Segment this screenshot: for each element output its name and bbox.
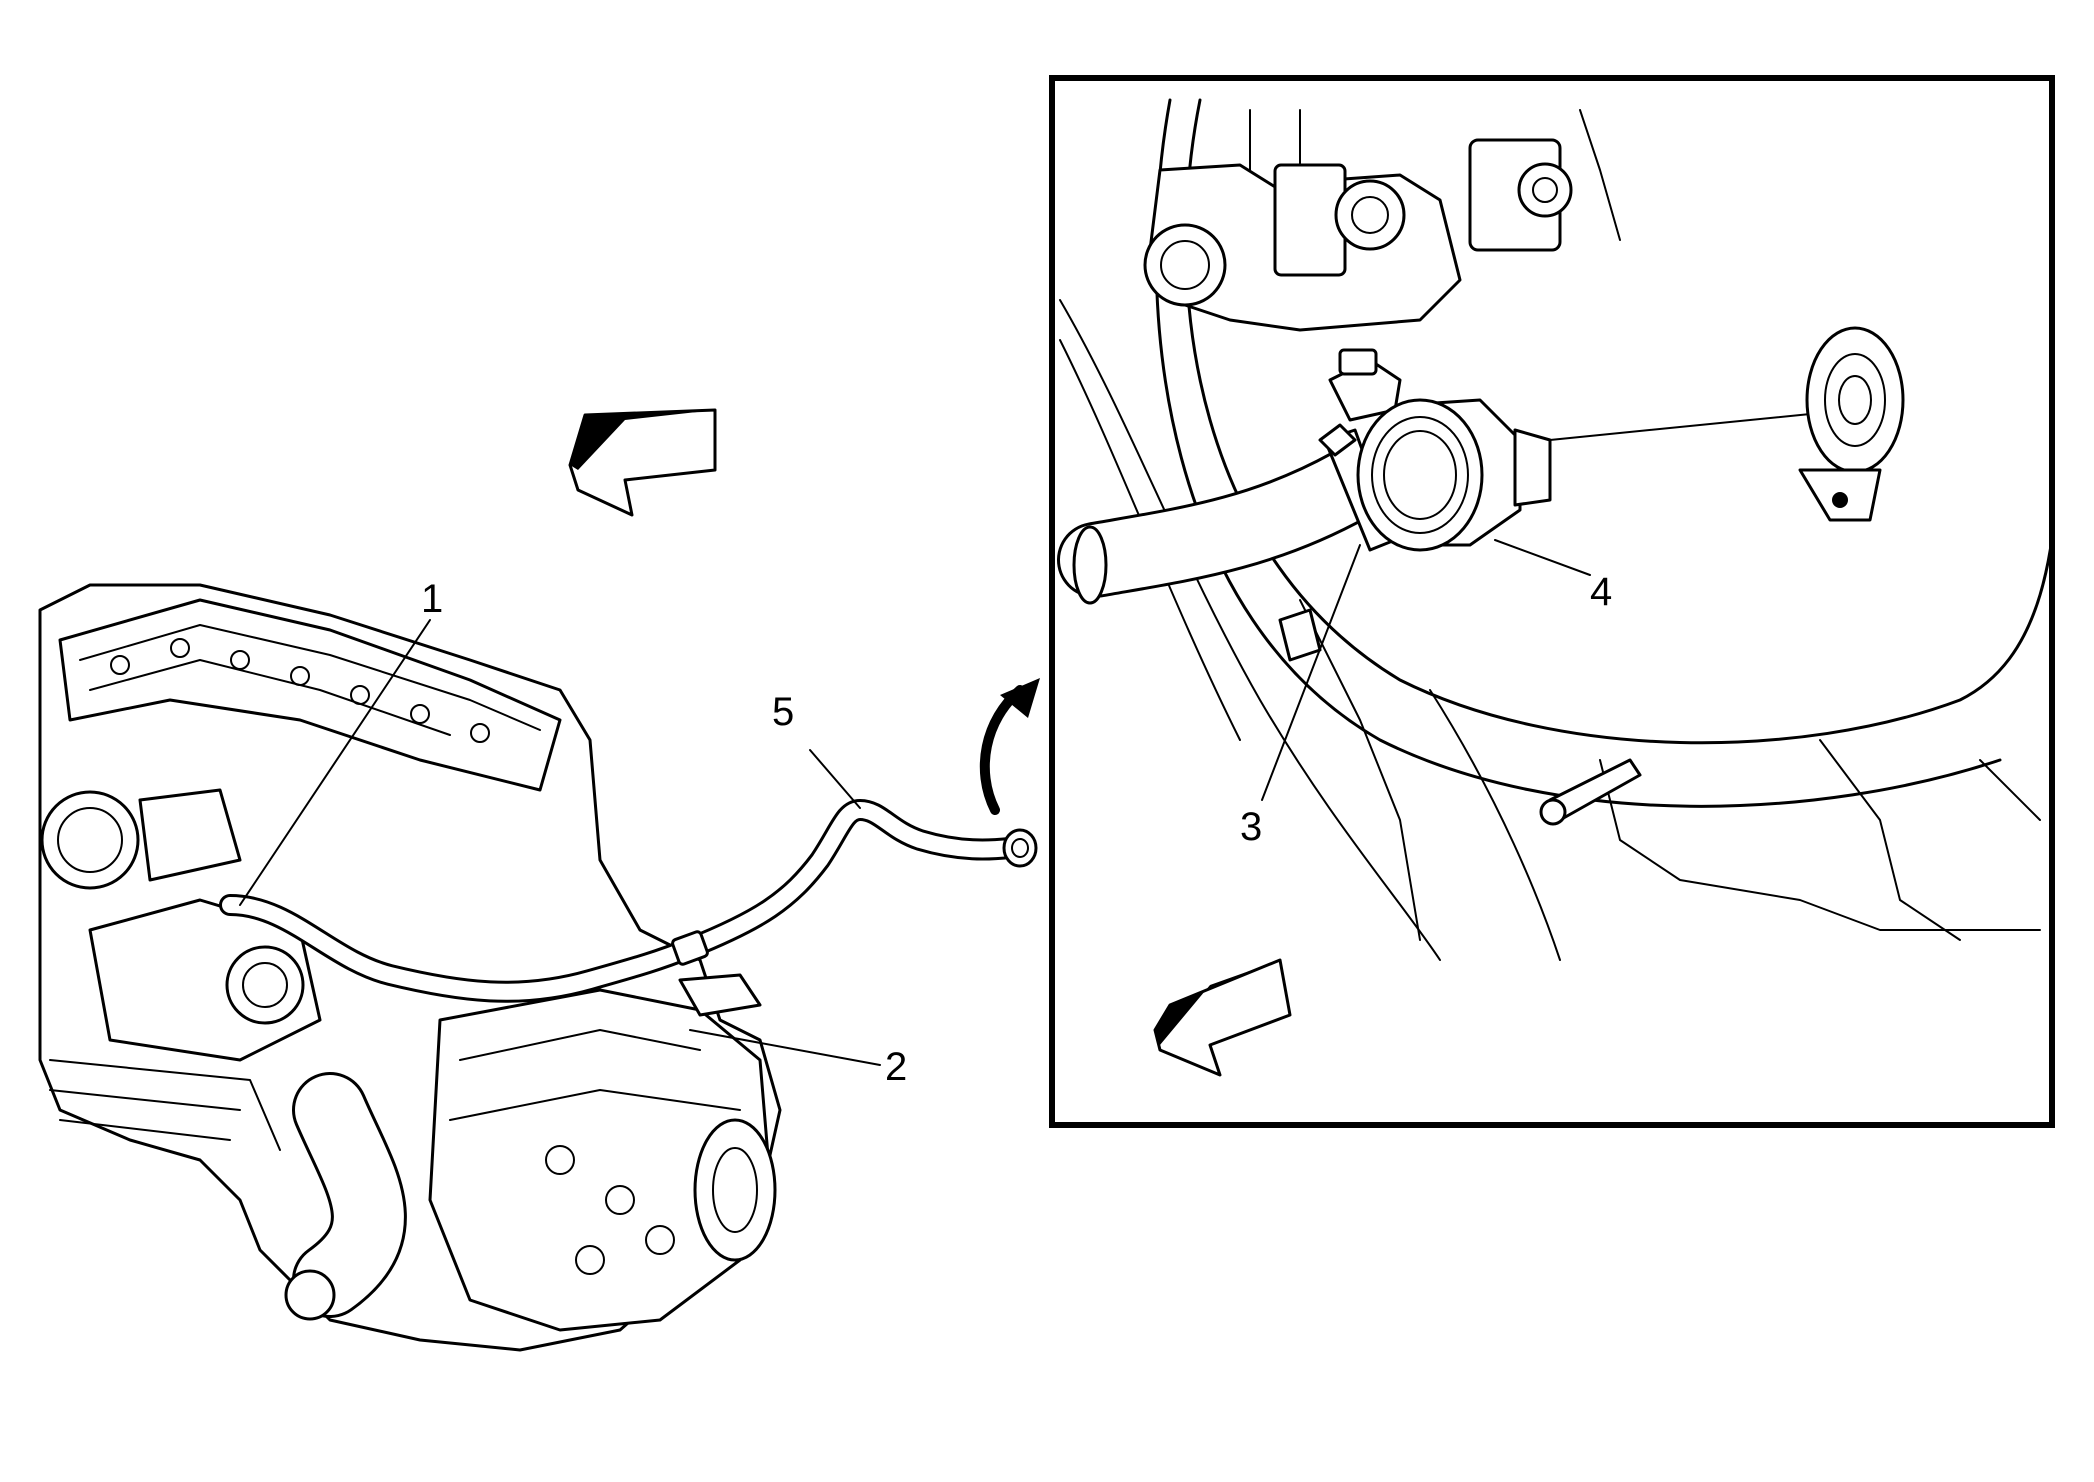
callout-3: 3 [1240, 805, 1262, 849]
callout-4: 4 [1590, 570, 1612, 614]
cam-cover-bolts [110, 638, 490, 743]
callouts: 1 2 3 4 5 [421, 570, 1612, 1089]
callout-5: 5 [772, 690, 794, 734]
direction-arrow-icon [1153, 958, 1292, 1077]
callout-1: 1 [421, 577, 443, 621]
callout-2: 2 [885, 1045, 907, 1089]
engine-assembly [38, 583, 782, 1352]
leader-lines [239, 539, 1591, 1066]
direction-arrow-icon [568, 408, 717, 517]
detail-inset [1049, 75, 2055, 1128]
curved-arrow-icon [979, 678, 1040, 815]
clutch-hydraulic-pipe [219, 799, 1038, 1003]
